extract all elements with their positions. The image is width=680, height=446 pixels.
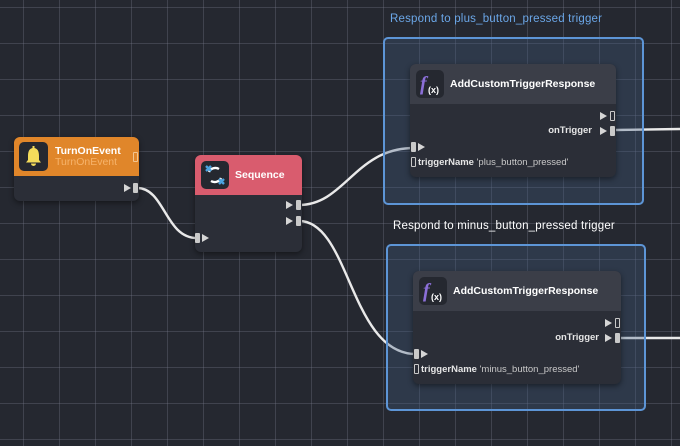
exec-out-arrow-icon (286, 200, 293, 209)
exec-in-arrow-icon (202, 233, 209, 242)
trigger-name-input-port[interactable] (411, 157, 416, 167)
exec-output-port[interactable] (610, 111, 615, 121)
on-trigger-arrow-icon (605, 333, 612, 342)
node-title: AddCustomTriggerResponse (450, 78, 596, 90)
wire-turnon-to-sequence[interactable] (136, 186, 198, 240)
svg-text:(x): (x) (431, 292, 442, 302)
function-icon: f (x) (416, 70, 444, 98)
exec-in-arrow-icon (421, 349, 428, 358)
exec-in-arrow-icon (418, 142, 425, 151)
trigger-name-value[interactable]: 'minus_button_pressed' (479, 364, 580, 375)
bell-icon (19, 142, 48, 171)
svg-text:(x): (x) (428, 85, 439, 95)
node-add-custom-trigger-minus[interactable]: f (x) AddCustomTriggerResponse onTrigger… (413, 271, 621, 384)
sequence-cycle-icon (201, 161, 229, 189)
exec-output-port-2[interactable] (296, 216, 301, 226)
svg-text:f: f (420, 73, 429, 95)
trigger-name-label: triggerName (418, 157, 474, 168)
exec-input-port[interactable] (411, 142, 416, 152)
node-title: AddCustomTriggerResponse (453, 285, 599, 297)
group-title-minus: Respond to minus_button_pressed trigger (393, 220, 615, 232)
trigger-name-value[interactable]: 'plus_button_pressed' (476, 157, 569, 168)
exec-out-arrow-icon (605, 318, 612, 327)
node-subtitle: TurnOnEvent (55, 156, 118, 168)
node-header (410, 64, 616, 104)
exec-input-port[interactable] (195, 233, 200, 243)
exec-output-port-1[interactable] (296, 200, 301, 210)
node-sequence[interactable]: Sequence (195, 155, 302, 252)
on-trigger-label: onTrigger (555, 332, 599, 343)
node-title: TurnOnEvent (55, 145, 121, 157)
node-header (413, 271, 621, 311)
on-trigger-label: onTrigger (548, 125, 592, 136)
node-turn-on-event[interactable]: TurnOnEvent TurnOnEvent (14, 137, 139, 201)
on-trigger-arrow-icon (600, 126, 607, 135)
exec-output-port[interactable] (133, 183, 138, 193)
group-title-plus: Respond to plus_button_pressed trigger (390, 13, 603, 25)
exec-output-port[interactable] (615, 318, 620, 328)
trigger-name-param[interactable]: triggerName 'minus_button_pressed' (421, 364, 579, 375)
on-trigger-output-port[interactable] (615, 333, 620, 343)
exec-out-arrow-icon (124, 183, 131, 192)
exec-out-arrow-icon (286, 216, 293, 225)
node-title: Sequence (235, 169, 285, 181)
exec-out-arrow-icon (600, 111, 607, 120)
header-output-port[interactable] (133, 152, 138, 162)
svg-text:f: f (423, 280, 432, 302)
exec-input-port[interactable] (414, 349, 419, 359)
node-add-custom-trigger-plus[interactable]: f (x) AddCustomTriggerResponse onTrigger… (410, 64, 616, 177)
on-trigger-output-port[interactable] (610, 126, 615, 136)
trigger-name-input-port[interactable] (414, 364, 419, 374)
function-icon: f (x) (419, 277, 447, 305)
trigger-name-label: triggerName (421, 364, 477, 375)
trigger-name-param[interactable]: triggerName 'plus_button_pressed' (418, 157, 568, 168)
